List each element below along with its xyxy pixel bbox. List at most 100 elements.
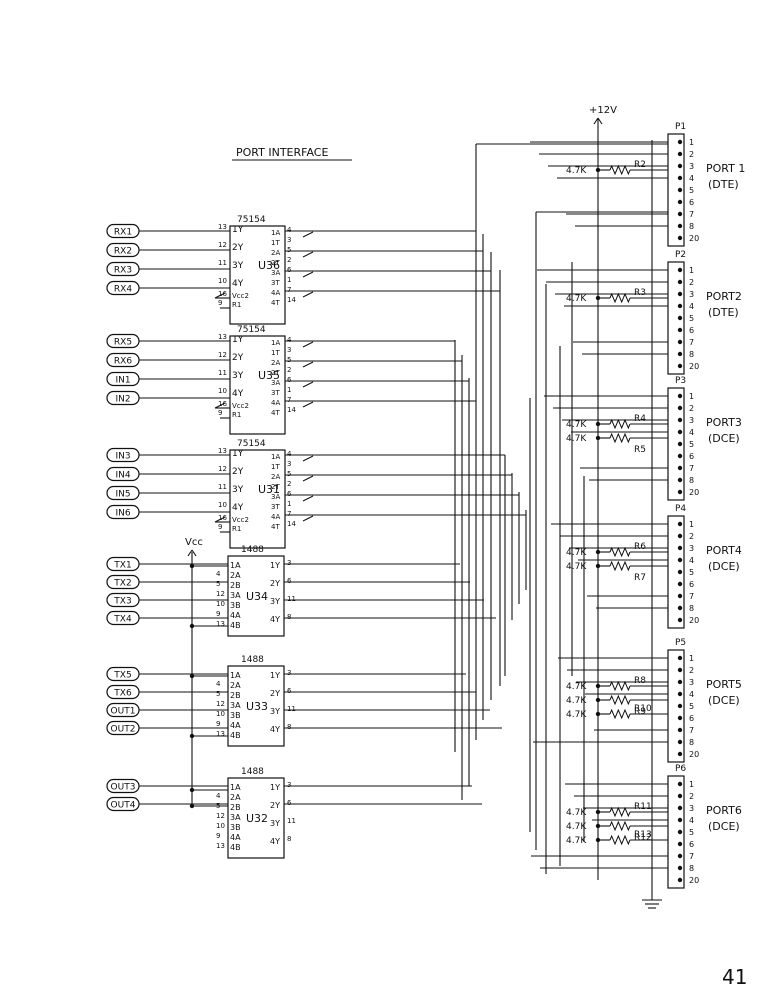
signal-tx2-label: TX2 bbox=[113, 579, 131, 589]
vcc-arrow bbox=[191, 549, 197, 557]
pin-name: 2A bbox=[271, 473, 280, 481]
resistor-ref: R7 bbox=[634, 573, 646, 583]
port-mode: (DTE) bbox=[708, 178, 739, 191]
pin-name: 4Y bbox=[232, 279, 244, 289]
chip-part-number: 1488 bbox=[241, 655, 264, 665]
pin-number: 3 bbox=[287, 460, 291, 468]
pin-name: 3Y bbox=[270, 707, 280, 716]
pin-name: 2Y bbox=[270, 801, 280, 810]
pin-name: 1A bbox=[271, 339, 280, 347]
connector-pin: 3 bbox=[689, 544, 694, 553]
pin-number: 12 bbox=[216, 590, 225, 598]
pin-number: 12 bbox=[218, 465, 227, 473]
signal-tx4-label: TX4 bbox=[113, 615, 132, 625]
pin-number: 12 bbox=[218, 241, 227, 249]
chip-part-number: 75154 bbox=[237, 215, 266, 225]
connector-pin: 5 bbox=[689, 568, 694, 577]
connector-pin: 8 bbox=[689, 222, 694, 231]
stub-mark bbox=[302, 291, 314, 298]
pin-name: Vcc2 bbox=[232, 292, 249, 300]
signal-rx3-label: RX3 bbox=[114, 266, 132, 276]
resistor-ref: R5 bbox=[634, 445, 646, 455]
chip-u32 bbox=[227, 777, 285, 859]
pin-number: 6 bbox=[287, 490, 292, 498]
chip-u34 bbox=[227, 555, 285, 637]
connector-pin: 20 bbox=[689, 488, 699, 497]
junction-dot bbox=[189, 787, 195, 793]
pin-name: R1 bbox=[232, 525, 241, 533]
pin-name: 3Y bbox=[270, 597, 280, 606]
resistor-value: 4.7K bbox=[566, 696, 587, 706]
pin-name: 4A bbox=[230, 833, 241, 842]
pin-name: 4A bbox=[271, 399, 280, 407]
pin-number: 10 bbox=[218, 387, 227, 395]
port-mode: (DTE) bbox=[708, 306, 739, 319]
port-name: PORT 1 bbox=[706, 162, 745, 175]
port-name: PORT6 bbox=[706, 804, 742, 817]
pin-number: 6 bbox=[287, 577, 292, 585]
connector-pin: 5 bbox=[689, 314, 694, 323]
stub-mark bbox=[302, 251, 314, 258]
junction-dot bbox=[677, 521, 683, 527]
junction-dot bbox=[677, 703, 683, 709]
connector-pin: 5 bbox=[689, 440, 694, 449]
connector-ref: P2 bbox=[675, 250, 686, 260]
resistor-ref: R10 bbox=[634, 704, 652, 714]
junction-dot bbox=[677, 211, 683, 217]
pin-name: 3Y bbox=[232, 371, 244, 381]
pin-name: 2Y bbox=[232, 243, 244, 253]
junction-dot bbox=[677, 841, 683, 847]
pin-name: 3B bbox=[230, 601, 241, 610]
connector-pin: 7 bbox=[689, 210, 694, 219]
chip-ref: U34 bbox=[246, 590, 268, 603]
connector-pin: 8 bbox=[689, 864, 694, 873]
connector-pin: 8 bbox=[689, 476, 694, 485]
pin-number: 2 bbox=[287, 480, 291, 488]
signal-in6-label: IN6 bbox=[115, 509, 130, 519]
connector-pin: 1 bbox=[689, 654, 694, 663]
pin-name: 1Y bbox=[270, 783, 280, 792]
junction-dot bbox=[677, 151, 683, 157]
junction-dot bbox=[677, 351, 683, 357]
connector-pin: 20 bbox=[689, 616, 699, 625]
resistor-value: 4.7K bbox=[566, 434, 587, 444]
junction-dot bbox=[677, 691, 683, 697]
signal-rx6-label: RX6 bbox=[114, 357, 132, 367]
signal-tx6-label: TX6 bbox=[113, 689, 132, 699]
resistor-r12 bbox=[609, 820, 631, 832]
junction-dot bbox=[189, 563, 195, 569]
pin-number: 12 bbox=[218, 351, 227, 359]
junction-dot bbox=[677, 865, 683, 871]
supply-arrow bbox=[593, 117, 599, 125]
pin-name: 4A bbox=[230, 721, 241, 730]
pin-number: 7 bbox=[287, 286, 291, 294]
pin-name: 3Y bbox=[270, 819, 280, 828]
pin-name: 1Y bbox=[232, 449, 244, 459]
pin-name: 3T bbox=[271, 503, 280, 511]
pin-name: 3A bbox=[271, 493, 280, 501]
pin-name: 3A bbox=[271, 379, 280, 387]
pin-name: 4A bbox=[271, 289, 280, 297]
chip-part-number: 1488 bbox=[241, 767, 264, 777]
signal-out3-label: OUT3 bbox=[111, 783, 136, 793]
junction-dot bbox=[677, 489, 683, 495]
stub-mark bbox=[214, 292, 226, 299]
pin-number: 4 bbox=[216, 680, 221, 688]
pin-name: 2Y bbox=[270, 579, 280, 588]
connector-pin: 20 bbox=[689, 750, 699, 759]
resistor-r13 bbox=[609, 834, 631, 846]
junction-dot bbox=[677, 655, 683, 661]
junction-dot bbox=[677, 235, 683, 241]
resistor-r8 bbox=[609, 680, 631, 692]
connector-p3 bbox=[667, 387, 685, 501]
resistor-value: 4.7K bbox=[566, 166, 587, 176]
signal-in4-label: IN4 bbox=[115, 471, 130, 481]
pin-name: 3A bbox=[230, 591, 241, 600]
signal-out1-label: OUT1 bbox=[111, 707, 136, 717]
connector-ref: P4 bbox=[675, 504, 686, 514]
stub-mark bbox=[302, 361, 314, 368]
port-mode: (DCE) bbox=[708, 560, 740, 573]
chip-ref: U36 bbox=[258, 259, 280, 272]
page-number: 41 bbox=[722, 965, 747, 989]
